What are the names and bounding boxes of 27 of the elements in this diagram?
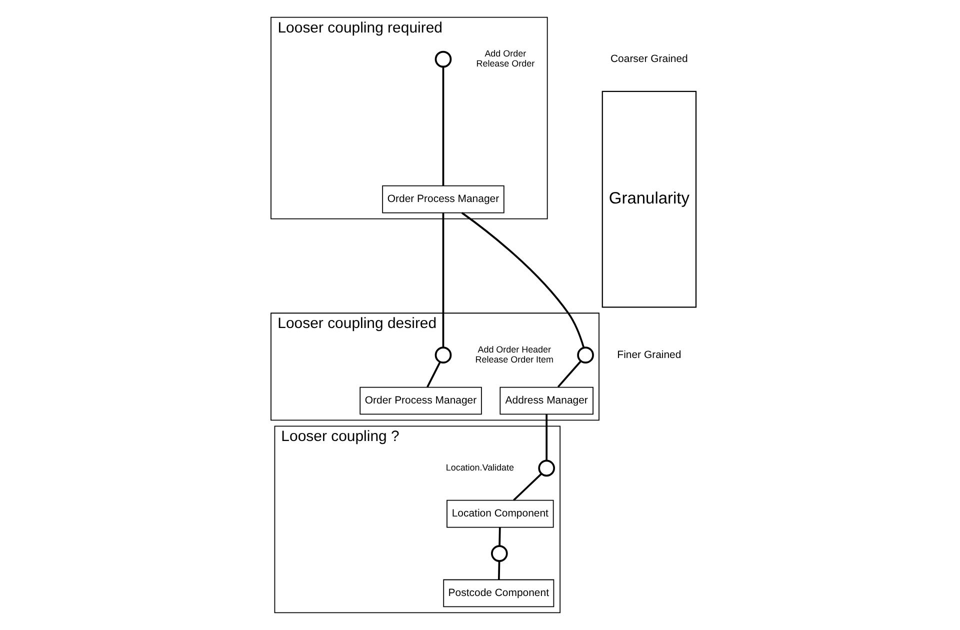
connector (442, 212, 444, 348)
node-circle (576, 346, 594, 364)
node-label: Release Order Item (474, 354, 554, 364)
connector (460, 212, 584, 348)
node-label: Add Order (484, 48, 526, 59)
node-label: Add Order Header (477, 344, 551, 355)
node-box: Address Manager (499, 386, 593, 415)
connector (556, 360, 581, 388)
node-box: Location Component (446, 500, 554, 528)
connector (545, 414, 548, 460)
connector (442, 66, 444, 186)
node-label: Release Order (476, 58, 534, 68)
node-circle (538, 460, 555, 477)
label: Finer Grained (616, 350, 681, 361)
node-circle (434, 346, 452, 364)
node-circle (490, 545, 508, 562)
node-box: Granularity (601, 90, 696, 308)
node-box: Order Process Manager (359, 386, 482, 415)
connector (512, 473, 542, 501)
node-box: Postcode Component (442, 579, 554, 608)
node-label: Location.Validate (445, 462, 514, 472)
connector (497, 561, 500, 580)
connector (426, 362, 440, 388)
connector (498, 528, 500, 546)
label: Coarser Grained (610, 54, 688, 66)
node-box: Order Process Manager (382, 185, 504, 214)
node-circle (434, 50, 452, 68)
